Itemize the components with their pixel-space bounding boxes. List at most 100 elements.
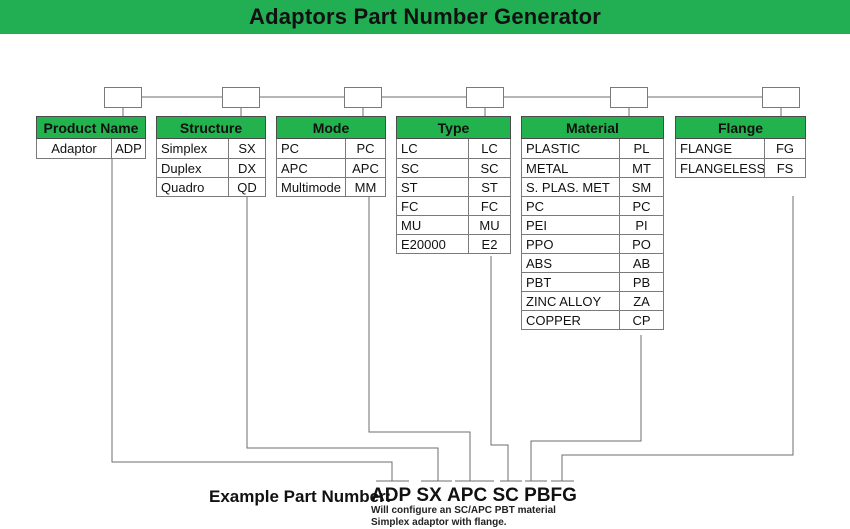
example-note-line-2: Simplex adaptor with flange. xyxy=(371,516,507,528)
cell-name: E20000 xyxy=(401,236,446,252)
cell-name: ABS xyxy=(526,255,553,271)
column-body-material: PLASTIC PL METAL MT S. PLAS. MET SM PC P… xyxy=(521,139,664,330)
cell-code: AB xyxy=(619,254,663,272)
cell-name: FLANGE xyxy=(680,141,733,156)
column-type: Type LC LC SC SC ST ST FC FC MU MU xyxy=(396,116,511,254)
cell-name: FC xyxy=(401,198,419,214)
table-row[interactable]: Simplex SX xyxy=(157,139,265,158)
table-row[interactable]: PPO PO xyxy=(522,234,663,253)
cell-name: PC xyxy=(281,141,300,156)
table-row[interactable]: COPPER CP xyxy=(522,310,663,329)
table-row[interactable]: E20000 E2 xyxy=(397,234,510,253)
top-box-1[interactable] xyxy=(104,87,142,108)
code-segment-mode: APC xyxy=(447,485,488,506)
top-box-4[interactable] xyxy=(466,87,504,108)
cell-code: CP xyxy=(619,311,663,329)
cell-code: QD xyxy=(228,178,265,196)
cell-code: PC xyxy=(619,197,663,215)
cell-code: MM xyxy=(345,178,385,196)
table-row[interactable]: PBT PB xyxy=(522,272,663,291)
table-row[interactable]: ABS AB xyxy=(522,253,663,272)
cell-name: Duplex xyxy=(161,160,202,176)
page-title: Adaptors Part Number Generator xyxy=(249,4,601,29)
cell-code: LC xyxy=(468,139,510,158)
cell-code: PI xyxy=(619,216,663,234)
table-row[interactable]: FC FC xyxy=(397,196,510,215)
cell-code: MT xyxy=(619,159,663,177)
cell-code: SC xyxy=(468,159,510,177)
top-box-3[interactable] xyxy=(344,87,382,108)
column-header-structure: Structure xyxy=(156,116,266,139)
example-note: Will configure an SC/APC PBT material Si… xyxy=(371,505,556,528)
cell-name: APC xyxy=(281,160,308,176)
cell-name: LC xyxy=(401,141,418,156)
column-header-material: Material xyxy=(521,116,664,139)
table-row[interactable]: ZINC ALLOY ZA xyxy=(522,291,663,310)
cell-name: MU xyxy=(401,217,422,233)
cell-code: ADP xyxy=(111,139,145,158)
column-product-name: Product Name Adaptor ADP xyxy=(36,116,146,159)
column-mode: Mode PC PC APC APC Multimode MM xyxy=(276,116,386,197)
cell-code: ST xyxy=(468,178,510,196)
table-row[interactable]: LC LC xyxy=(397,139,510,158)
code-segment-flange: FG xyxy=(550,485,577,506)
table-row[interactable]: Duplex DX xyxy=(157,158,265,177)
code-segment-type: SC xyxy=(492,485,519,506)
cell-code: PB xyxy=(619,273,663,291)
table-row[interactable]: PC PC xyxy=(277,139,385,158)
column-header-mode: Mode xyxy=(276,116,386,139)
table-row[interactable]: PC PC xyxy=(522,196,663,215)
cell-name: COPPER xyxy=(526,312,581,328)
column-header-product-name: Product Name xyxy=(36,116,146,139)
table-row[interactable]: FLANGELESS FS xyxy=(676,158,805,177)
cell-code: PO xyxy=(619,235,663,253)
cell-name: FLANGELESS xyxy=(680,160,764,176)
table-row[interactable]: PEI PI xyxy=(522,215,663,234)
cell-name: METAL xyxy=(526,160,569,176)
cell-name: PPO xyxy=(526,236,554,252)
table-row[interactable]: Adaptor ADP xyxy=(37,139,145,158)
cell-code: DX xyxy=(228,159,265,177)
column-header-type: Type xyxy=(396,116,511,139)
cell-name: PC xyxy=(526,198,545,214)
table-row[interactable]: SC SC xyxy=(397,158,510,177)
cell-name: Multimode xyxy=(281,179,341,195)
page-title-bar: Adaptors Part Number Generator xyxy=(0,0,850,34)
table-row[interactable]: ST ST xyxy=(397,177,510,196)
cell-code: PC xyxy=(345,139,385,158)
column-body-type: LC LC SC SC ST ST FC FC MU MU E20000 E2 xyxy=(396,139,511,254)
column-body-flange: FLANGE FG FLANGELESS FS xyxy=(675,139,806,178)
column-body-structure: Simplex SX Duplex DX Quadro QD xyxy=(156,139,266,197)
example-part-number-value: ADP SX APC SC PBFG xyxy=(371,485,577,507)
top-box-5[interactable] xyxy=(610,87,648,108)
table-row[interactable]: MU MU xyxy=(397,215,510,234)
cell-name: ST xyxy=(401,179,418,195)
cell-name: Adaptor xyxy=(51,141,97,156)
top-box-2[interactable] xyxy=(222,87,260,108)
column-material: Material PLASTIC PL METAL MT S. PLAS. ME… xyxy=(521,116,664,330)
column-header-flange: Flange xyxy=(675,116,806,139)
cell-code: FC xyxy=(468,197,510,215)
table-row[interactable]: PLASTIC PL xyxy=(522,139,663,158)
table-row[interactable]: S. PLAS. MET SM xyxy=(522,177,663,196)
table-row[interactable]: METAL MT xyxy=(522,158,663,177)
table-row[interactable]: APC APC xyxy=(277,158,385,177)
cell-code: SX xyxy=(228,139,265,158)
cell-name: ZINC ALLOY xyxy=(526,293,602,309)
column-structure: Structure Simplex SX Duplex DX Quadro QD xyxy=(156,116,266,197)
column-body-mode: PC PC APC APC Multimode MM xyxy=(276,139,386,197)
cell-code: PL xyxy=(619,139,663,158)
cell-code: SM xyxy=(619,178,663,196)
cell-code: ZA xyxy=(619,292,663,310)
code-segment-product-name: ADP xyxy=(371,485,412,506)
table-row[interactable]: FLANGE FG xyxy=(676,139,805,158)
cell-code: FS xyxy=(764,159,805,177)
cell-name: PEI xyxy=(526,217,547,233)
code-segment-material: PB xyxy=(524,485,551,506)
top-box-6[interactable] xyxy=(762,87,800,108)
table-row[interactable]: Multimode MM xyxy=(277,177,385,196)
column-body-product-name: Adaptor ADP xyxy=(36,139,146,159)
table-row[interactable]: Quadro QD xyxy=(157,177,265,196)
cell-name: PLASTIC xyxy=(526,141,581,156)
